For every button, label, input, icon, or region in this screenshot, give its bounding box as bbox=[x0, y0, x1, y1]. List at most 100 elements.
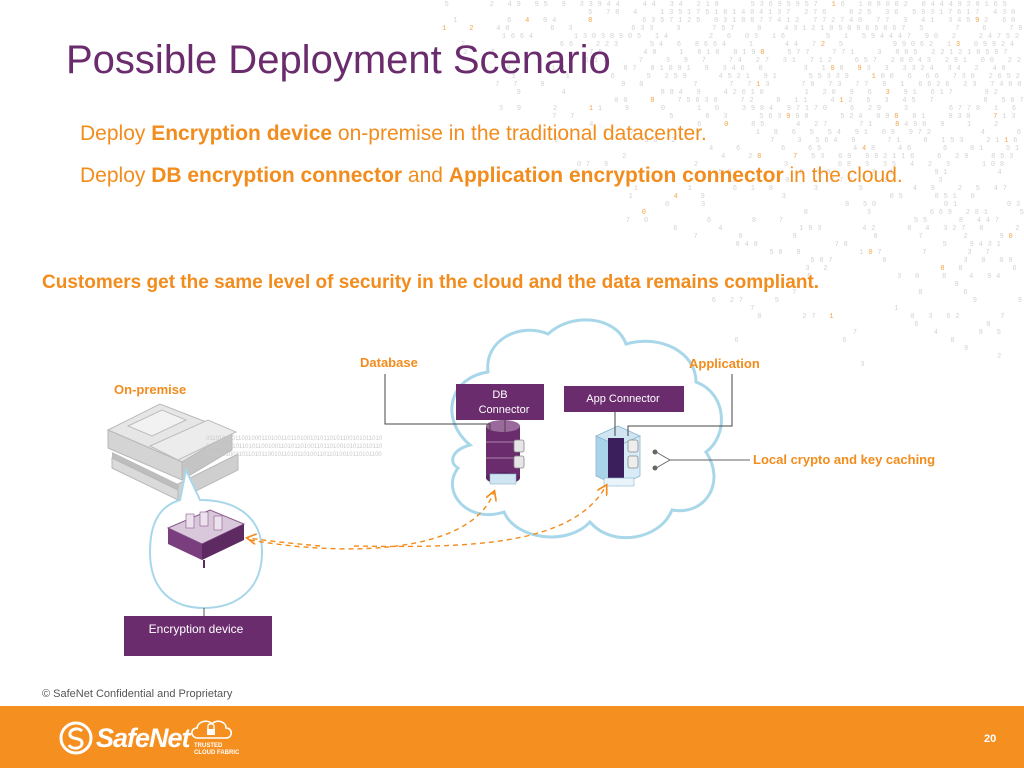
decorative-digit: 1 bbox=[453, 17, 457, 25]
decorative-digit: 7 bbox=[730, 25, 734, 33]
decorative-digit: 8 bbox=[804, 209, 808, 217]
decorative-digit: 3 bbox=[723, 113, 727, 121]
decorative-digit: 1 bbox=[594, 57, 598, 65]
decorative-digit: 2 bbox=[554, 137, 558, 145]
decorative-digit: 5 bbox=[811, 153, 815, 161]
decorative-digit: 4 bbox=[589, 121, 593, 129]
decorative-digit: 2 bbox=[671, 137, 675, 145]
decorative-digit: 7 bbox=[770, 137, 774, 145]
safenet-logo-icon bbox=[59, 721, 93, 755]
decorative-digit: 1 bbox=[574, 33, 578, 41]
decorative-digit: 4 bbox=[794, 41, 798, 49]
decorative-digit: 7 bbox=[855, 81, 859, 89]
decorative-digit: 4 bbox=[949, 1, 953, 9]
decorative-digit: 7 bbox=[907, 33, 911, 41]
decorative-digit: 3 bbox=[669, 9, 673, 17]
decorative-digit: 4 bbox=[880, 33, 884, 41]
decorative-digit: 2 bbox=[463, 49, 467, 57]
decorative-digit: 2 bbox=[858, 9, 862, 17]
decorative-digit: 7 bbox=[589, 49, 593, 57]
decorative-digit: 1 bbox=[953, 201, 957, 209]
decorative-digit: 7 bbox=[805, 49, 809, 57]
app-connector-label: App Connector bbox=[586, 393, 660, 405]
decorative-digit: 4 bbox=[986, 217, 990, 225]
decorative-digit: 4 bbox=[607, 1, 611, 9]
decorative-digit: 1 bbox=[589, 105, 593, 113]
decorative-digit: 9 bbox=[925, 33, 929, 41]
decorative-digit: 7 bbox=[975, 9, 979, 17]
decorative-digit: 8 bbox=[976, 105, 980, 113]
decorative-digit: 7 bbox=[876, 17, 880, 25]
decorative-digit: 0 bbox=[759, 65, 763, 73]
decorative-digit: 1 bbox=[732, 17, 736, 25]
decorative-digit: 5 bbox=[943, 241, 947, 249]
decorative-digit: 9 bbox=[948, 209, 952, 217]
decorative-digit: 6 bbox=[946, 313, 950, 321]
bullet-2-prefix: Deploy bbox=[80, 164, 152, 187]
decorative-digit: 4 bbox=[652, 1, 656, 9]
decorative-digit: 5 bbox=[863, 201, 867, 209]
decorative-digit: 7 bbox=[570, 113, 574, 121]
decorative-digit: 3 bbox=[903, 65, 907, 73]
decorative-digit: 5 bbox=[598, 49, 602, 57]
decorative-digit: 9 bbox=[678, 65, 682, 73]
decorative-digit: 9 bbox=[885, 113, 889, 121]
decorative-digit: 6 bbox=[907, 145, 911, 153]
decorative-digit: 6 bbox=[865, 25, 869, 33]
decorative-digit: 0 bbox=[739, 233, 743, 241]
decorative-digit: 1 bbox=[868, 121, 872, 129]
decorative-digit: 2 bbox=[596, 41, 600, 49]
encryption-device-box bbox=[124, 616, 272, 656]
decorative-digit: 5 bbox=[769, 249, 773, 257]
decorative-digit: 3 bbox=[1011, 113, 1015, 121]
decorative-digit: 1 bbox=[901, 153, 905, 161]
decorative-digit: 7 bbox=[779, 217, 783, 225]
decorative-digit: 9 bbox=[795, 113, 799, 121]
decorative-digit: 0 bbox=[614, 97, 618, 105]
decorative-digit: 3 bbox=[1009, 153, 1013, 161]
decorative-digit: 2 bbox=[940, 49, 944, 57]
bullet-1: Deploy Encryption device on-premise in t… bbox=[80, 118, 980, 150]
decorative-digit: 4 bbox=[525, 17, 529, 25]
decorative-digit: 5 bbox=[669, 113, 673, 121]
decorative-digit: 5 bbox=[805, 1, 809, 9]
decorative-digit: 6 bbox=[914, 321, 918, 329]
decorative-digit: 6 bbox=[935, 73, 939, 81]
decorative-digit: 1 bbox=[655, 33, 659, 41]
decorative-digit: 3 bbox=[967, 249, 971, 257]
decorative-digit: 1 bbox=[966, 9, 970, 17]
decorative-digit: 9 bbox=[517, 1, 521, 9]
decorative-digit: 8 bbox=[1002, 65, 1006, 73]
decorative-digit: 9 bbox=[871, 33, 875, 41]
decorative-digit: 5 bbox=[966, 17, 970, 25]
decorative-digit: 3 bbox=[927, 57, 931, 65]
decorative-digit: 5 bbox=[899, 193, 903, 201]
decorative-digit: 6 bbox=[945, 81, 949, 89]
decorative-digit: 3 bbox=[962, 73, 966, 81]
decorative-digit: 4 bbox=[858, 113, 862, 121]
decorative-digit: 7 bbox=[796, 49, 800, 57]
decorative-digit: 3 bbox=[742, 105, 746, 113]
decorative-digit: 1 bbox=[939, 9, 943, 17]
decorative-digit: 7 bbox=[839, 177, 843, 185]
decorative-digit: 1 bbox=[839, 97, 843, 105]
decorative-digit: 1 bbox=[967, 49, 971, 57]
decorative-digit: 2 bbox=[553, 105, 557, 113]
decorative-digit: 8 bbox=[847, 161, 851, 169]
decorative-digit: 1 bbox=[768, 9, 772, 17]
decorative-digit: 0 bbox=[999, 257, 1003, 265]
decorative-digit: 7 bbox=[885, 17, 889, 25]
decorative-digit: 5 bbox=[892, 161, 896, 169]
decorative-digit: 6 bbox=[994, 1, 998, 9]
decorative-digit: 8 bbox=[918, 289, 922, 297]
decorative-digit: 8 bbox=[877, 1, 881, 9]
bullet-2-bold-db: DB encryption connector bbox=[151, 164, 403, 187]
decorative-digit: 8 bbox=[895, 49, 899, 57]
decorative-digit: 3 bbox=[897, 273, 901, 281]
decorative-digit: 6 bbox=[733, 185, 737, 193]
decorative-digit: 2 bbox=[989, 73, 993, 81]
decorative-digit: 8 bbox=[741, 17, 745, 25]
decorative-digit: 7 bbox=[702, 57, 706, 65]
decorative-digit: 0 bbox=[713, 97, 717, 105]
decorative-digit: 7 bbox=[948, 9, 952, 17]
